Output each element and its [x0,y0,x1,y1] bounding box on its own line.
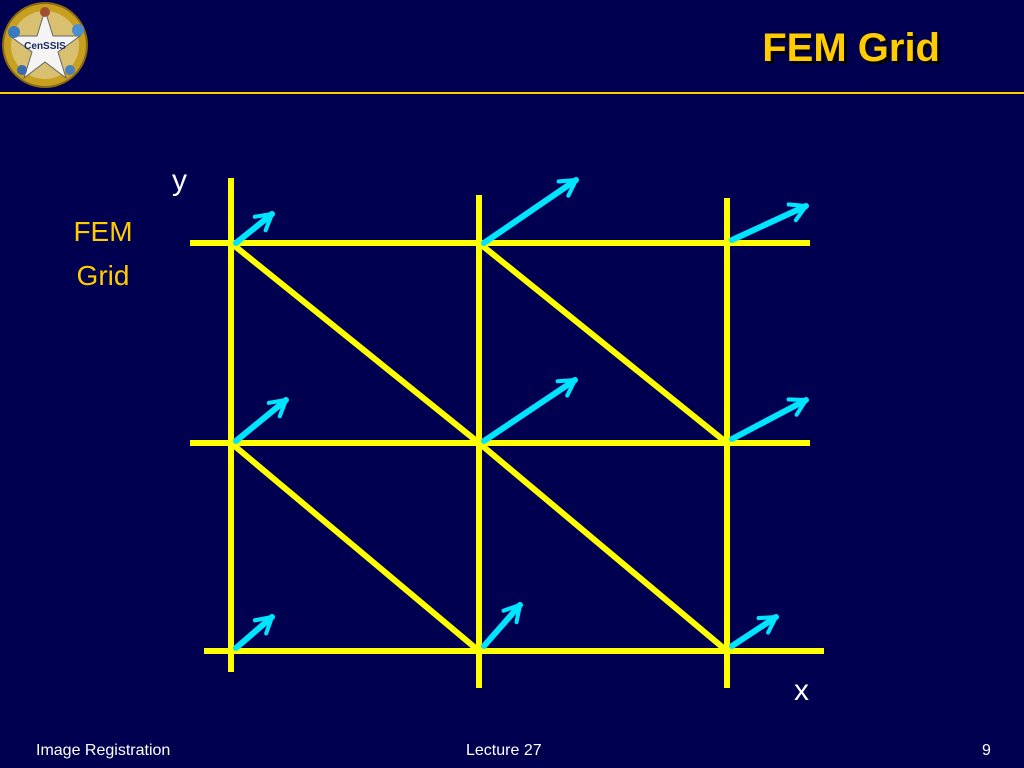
title-divider [0,92,1024,94]
displacement-arrow-bottom-left [233,614,275,651]
grid-diagonal-top-right [477,240,729,446]
displacement-arrow-bottom-right [729,614,779,649]
displacement-arrow-bottom-center [481,602,523,649]
side-label-line-2: Grid [76,260,130,291]
x-axis-label: x [794,674,809,707]
displacement-arrow-top-center [481,177,579,246]
side-label-line-1: FEM [73,216,133,247]
y-axis-label: y [172,164,187,197]
footer-course-title: Image Registration [36,742,171,759]
displacement-arrow-top-left [233,211,275,246]
footer-lecture: Lecture 27 [466,742,542,759]
footer-page-number: 9 [982,742,991,759]
logo-text: CenSSIS [24,41,66,52]
grid-diagonal-top-left [229,240,481,446]
displacement-arrow-middle-center [481,377,578,444]
displacement-arrow-middle-left [233,397,289,444]
side-label: FEM Grid [68,210,138,298]
grid-diagonal-bottom-right [477,440,729,654]
grid-diagonal-bottom-left [229,440,481,654]
censsis-logo: CenSSIS [2,2,88,88]
displacement-arrow-middle-right [729,397,809,442]
slide-title: FEM Grid [762,26,940,70]
displacement-arrow-top-right [729,202,809,243]
